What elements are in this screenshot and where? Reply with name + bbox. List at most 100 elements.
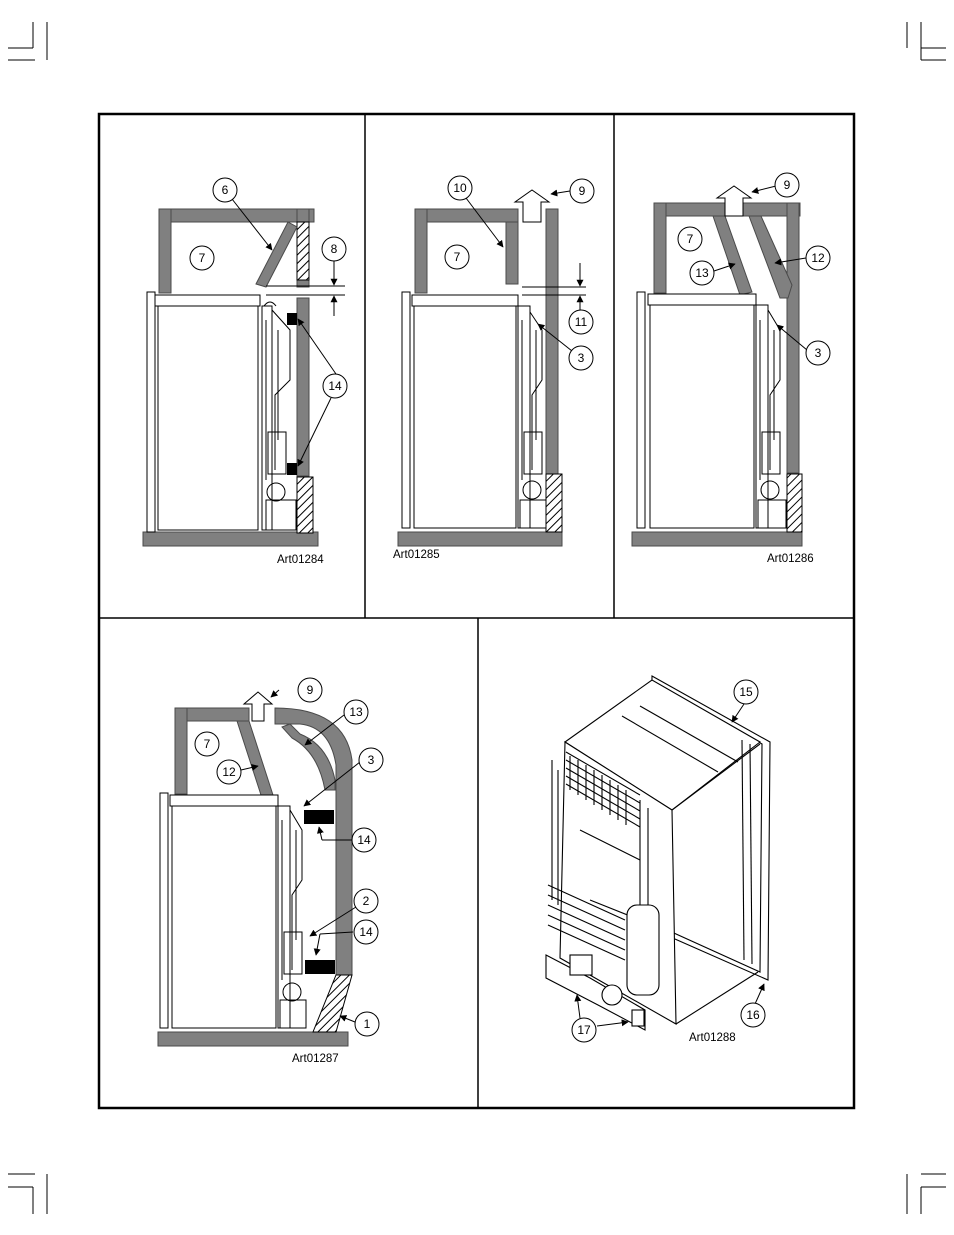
wall-hatch: [545, 473, 563, 533]
art-id-label: Art01287: [292, 1053, 339, 1065]
floor: [397, 531, 563, 547]
svg-text:9: 9: [579, 184, 586, 198]
rear-baffle: [748, 215, 793, 299]
callout-13: 13: [343, 699, 369, 725]
leader-lines: [231, 198, 337, 467]
refrigerator: [146, 291, 297, 533]
wall-hatch: [786, 473, 803, 533]
rear-wall: [545, 208, 559, 475]
svg-text:10: 10: [453, 181, 467, 195]
callout-7: 7: [677, 226, 703, 252]
svg-text:11: 11: [575, 315, 588, 329]
refrigerator: [159, 792, 307, 1029]
svg-text:13: 13: [695, 266, 709, 280]
svg-text:7: 7: [454, 250, 461, 264]
callout-7: 7: [194, 731, 220, 757]
spacer-block-upper: [287, 313, 297, 325]
svg-text:16: 16: [746, 1008, 760, 1022]
art-id-label: Art01286: [767, 553, 814, 565]
callout-1: 1: [354, 1011, 380, 1037]
callout-10: 10: [447, 175, 473, 201]
left-wall: [653, 202, 667, 294]
ceiling-wall: [158, 208, 315, 223]
leader-lines: [240, 689, 361, 1023]
floor: [631, 531, 803, 547]
leader-lines: [465, 189, 573, 352]
exhaust-arrow: [513, 189, 551, 223]
panel-3: 9 7 12 13 3 Art01286: [631, 172, 831, 565]
svg-text:6: 6: [222, 183, 229, 197]
svg-text:3: 3: [815, 346, 822, 360]
art-id-label: Art01288: [689, 1032, 736, 1044]
refrigerator: [401, 291, 547, 529]
front-baffle: [712, 215, 753, 296]
exhaust-arrow: [242, 691, 274, 722]
svg-text:14: 14: [328, 379, 342, 393]
callout-6: 6: [212, 177, 238, 203]
crop-marks: [8, 22, 946, 1214]
callout-14-upper: 14: [351, 827, 377, 853]
callout-9: 9: [569, 178, 595, 204]
callout-15: 15: [733, 679, 759, 705]
callout-9: 9: [774, 172, 800, 198]
svg-text:3: 3: [578, 351, 585, 365]
left-wall: [158, 208, 172, 294]
callout-2: 2: [353, 888, 379, 914]
svg-text:12: 12: [222, 765, 236, 779]
callout-9: 9: [297, 677, 323, 703]
svg-text:3: 3: [368, 753, 375, 767]
callout-7: 7: [444, 244, 470, 270]
baffle: [255, 221, 298, 288]
callout-12: 12: [216, 759, 242, 785]
leader-lines: [713, 185, 808, 351]
callout-3: 3: [568, 345, 594, 371]
leader-lines: [574, 703, 765, 1027]
svg-text:13: 13: [349, 705, 363, 719]
spacer-block-lower: [305, 960, 335, 974]
spacer-block-upper: [304, 810, 334, 824]
svg-text:2: 2: [363, 894, 370, 908]
svg-text:7: 7: [687, 232, 694, 246]
callout-14: 14: [322, 373, 348, 399]
floor: [142, 531, 319, 547]
svg-text:12: 12: [811, 251, 825, 265]
svg-text:9: 9: [307, 683, 314, 697]
vent-duct-wall: [505, 221, 519, 285]
callout-12: 12: [805, 245, 831, 271]
refrigerator-rear-view: [545, 675, 771, 1031]
callout-7: 7: [189, 245, 215, 271]
svg-text:17: 17: [577, 1023, 591, 1037]
upper-wall-hatch: [296, 221, 310, 281]
rear-wall-middle: [296, 297, 310, 477]
clearance-dimension: [266, 260, 345, 316]
svg-text:8: 8: [331, 242, 338, 256]
callout-14-lower: 14: [353, 919, 379, 945]
callout-11: 11: [568, 309, 594, 335]
ceiling-wall: [414, 208, 519, 223]
left-wall: [414, 208, 428, 294]
svg-text:9: 9: [784, 178, 791, 192]
art-id-label: Art01285: [393, 549, 440, 561]
callout-13: 13: [689, 260, 715, 286]
callout-17: 17: [571, 1017, 597, 1043]
svg-text:7: 7: [199, 251, 206, 265]
panel-1: 6 7 8 14 Art01284: [142, 177, 348, 566]
svg-text:15: 15: [739, 685, 753, 699]
panel-2: 10 9 7 11 3 Art01285: [393, 175, 595, 561]
callout-8: 8: [321, 236, 347, 262]
callout-3: 3: [358, 747, 384, 773]
art-id-label: Art01284: [277, 554, 324, 566]
callout-16: 16: [740, 1002, 766, 1028]
floor: [157, 1031, 349, 1047]
spacer-block-lower: [287, 463, 297, 475]
svg-text:1: 1: [364, 1017, 371, 1031]
wall-hatch: [312, 974, 353, 1033]
left-wall: [174, 707, 188, 795]
panel-5: 15 16 17 Art01288: [545, 675, 771, 1044]
figure-frame: [97, 112, 856, 1110]
panel-4: 9 13 7 3 12 14 2 14 1 Art01287: [157, 677, 384, 1065]
refrigerator: [636, 291, 787, 529]
callout-3: 3: [805, 340, 831, 366]
exhaust-arrow: [715, 185, 753, 217]
